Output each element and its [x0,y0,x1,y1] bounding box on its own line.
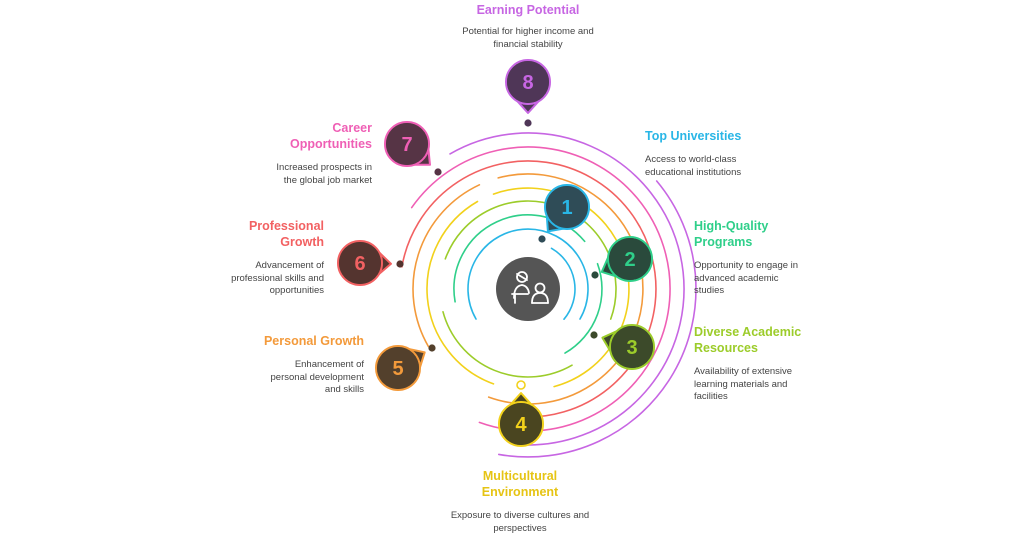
step-4-description: Exposure to diverse cultures and perspec… [450,510,590,534]
step-1-bubble-fill [546,186,588,228]
ring-arc-13 [449,132,685,446]
step-7-bubble: 7 [384,121,431,167]
step-1-bubble: 1 [544,184,590,233]
ring-arc-12 [410,146,671,432]
step-7-bubble-fill [386,123,428,165]
step-1-label: Top Universities Access to world-class e… [645,128,775,179]
step-8-connector-dot [524,119,532,127]
step-3-label: Diverse Academic Resources Availability … [694,324,814,404]
step-5-bubble-fill [377,347,419,389]
ring-arc-9 [412,184,481,348]
step-3-title: Diverse Academic Resources [694,325,802,355]
step-2-connector-dot [591,271,599,279]
step-2-bubble-fill [609,238,651,280]
step-2-bubble: 2 [600,236,653,282]
step-5-number: 5 [392,358,403,380]
step-4-number: 4 [515,414,527,436]
ring-arc-10 [487,173,644,405]
center-node [496,257,560,321]
step-4-bubble-fill [500,403,542,445]
step-bubbles: 1 2 3 4 5 6 7 8 [337,59,655,447]
step-7-connector-dot [434,168,442,176]
ring-arc-1 [550,247,576,320]
step-7-title: Career Opportunities [290,121,372,151]
step-8-title: Earning Potential [476,3,580,17]
ring-arc-14 [498,180,697,458]
step-2-description: Opportunity to engage in advanced academ… [694,260,799,296]
step-3-bubble-fill [611,326,653,368]
step-2-number: 2 [624,249,635,271]
step-6-bubble-fill [339,242,381,284]
step-2-title: High-Quality Programs [694,219,769,249]
step-3-bubble: 3 [601,324,655,370]
step-5-description: Enhancement of personal development and … [270,359,364,395]
step-3-number: 3 [626,337,637,359]
step-2-label: High-Quality Programs Opportunity to eng… [694,218,814,298]
step-3-description: Availability of extensive learning mater… [694,366,793,402]
step-8-bubble: 8 [505,59,551,114]
ring-arc-3 [564,262,603,354]
step-7-number: 7 [401,134,412,156]
step-6-title: Professional Growth [248,219,324,249]
step-4-label: Multicultural Environment Exposure to di… [440,468,600,535]
step-6-description: Advancement of professional skills and o… [231,260,324,296]
step-8-number: 8 [522,72,533,94]
ring-arc-11 [401,160,657,418]
step-4-bubble: 4 [498,392,544,447]
step-5-bubble: 5 [375,345,426,391]
step-4-connector-dot [516,380,526,390]
step-5-label: Personal Growth Enhancement of personal … [234,333,364,397]
step-1-description: Access to world-class educational instit… [645,154,742,178]
step-8-label: Earning Potential Potential for higher i… [428,2,628,51]
step-3-connector-dot [590,331,598,339]
step-8-bubble-fill [507,61,549,103]
ring-arc-2 [467,228,589,320]
step-7-description: Increased prospects in the global job ma… [276,162,372,186]
step-6-number: 6 [354,253,365,275]
ring-arc-5 [442,311,573,378]
step-1-number: 1 [561,197,572,219]
teacher-student-icon [511,271,549,304]
step-1-connector-dot [538,235,546,243]
step-6-label: Professional Growth Advancement of profe… [204,218,324,298]
step-5-connector-dot [428,344,436,352]
ring-arc-7 [426,200,495,385]
step-5-title: Personal Growth [263,334,364,348]
step-8-description: Potential for higher income and financia… [462,26,594,50]
step-7-label: Career Opportunities Increased prospects… [252,120,372,187]
step-6-connector-dot [396,260,404,268]
step-4-title: Multicultural Environment [481,469,559,499]
step-1-title: Top Universities [645,129,742,143]
step-6-bubble: 6 [337,240,392,286]
